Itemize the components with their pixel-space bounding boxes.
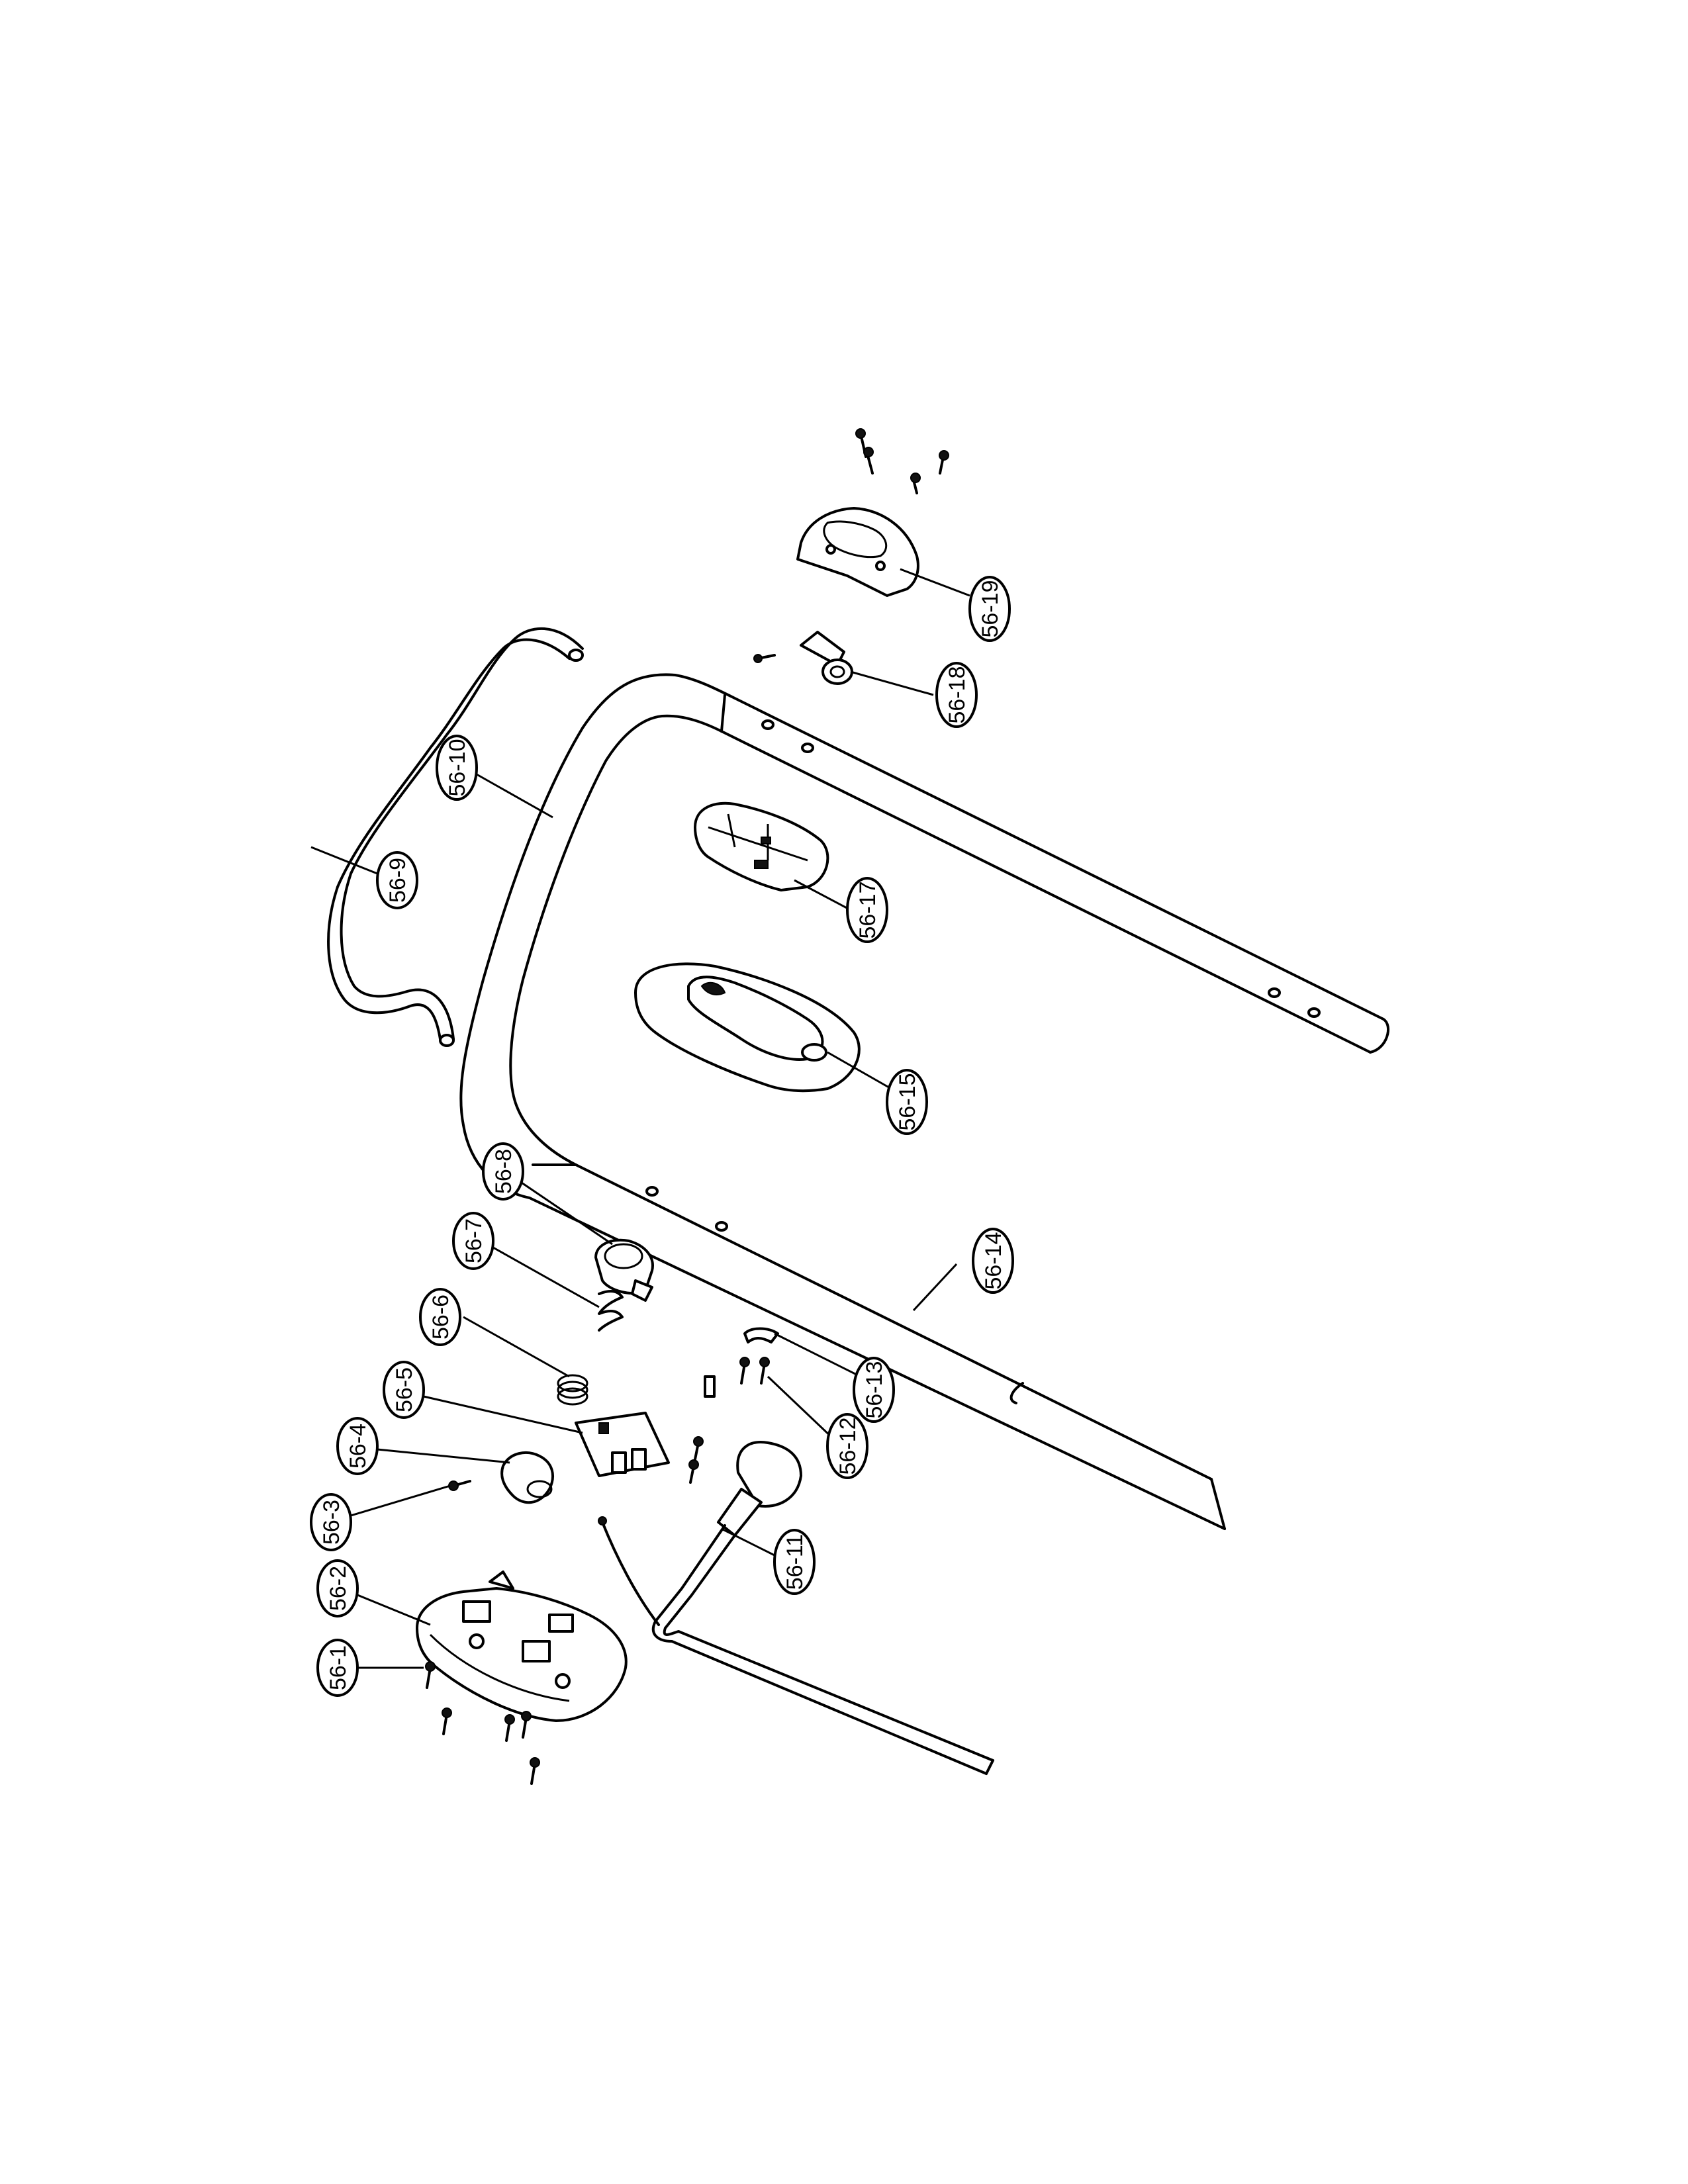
- svg-text:56-2: 56-2: [326, 1566, 351, 1611]
- svg-text:56-3: 56-3: [319, 1500, 344, 1545]
- screw-icon: [448, 1480, 471, 1491]
- power-cable: [598, 1441, 994, 1775]
- svg-text:56-5: 56-5: [392, 1367, 417, 1412]
- svg-text:56-1: 56-1: [326, 1645, 351, 1690]
- svg-text:56-4: 56-4: [346, 1424, 371, 1469]
- callout-56-7: 56-7: [452, 1212, 494, 1270]
- callout-56-4: 56-4: [336, 1417, 379, 1475]
- svg-text:56-18: 56-18: [945, 666, 970, 724]
- switch-housing-base: [416, 1570, 628, 1722]
- callout-56-3: 56-3: [310, 1493, 352, 1551]
- lever: [753, 631, 853, 685]
- callout-56-5: 56-5: [383, 1361, 425, 1419]
- svg-text:56-13: 56-13: [862, 1361, 887, 1419]
- latch: [594, 1238, 654, 1302]
- switch-cover: [634, 962, 861, 1093]
- callout-56-17: 56-17: [846, 877, 888, 943]
- spring: [598, 1290, 624, 1332]
- callout-56-11: 56-11: [773, 1529, 816, 1595]
- bail-bar: [327, 627, 584, 1047]
- screw-icon: [425, 1661, 540, 1785]
- cover-plate: [796, 507, 919, 597]
- svg-text:56-19: 56-19: [978, 580, 1003, 638]
- callout-56-12: 56-12: [826, 1413, 868, 1479]
- switch-block: [575, 1412, 670, 1477]
- torsion-spring: [557, 1374, 588, 1406]
- callout-56-18: 56-18: [935, 662, 978, 728]
- svg-text:56-11: 56-11: [782, 1534, 808, 1590]
- cam: [500, 1451, 554, 1504]
- callout-56-13: 56-13: [853, 1357, 895, 1423]
- callout-56-19: 56-19: [968, 576, 1011, 642]
- svg-text:56-17: 56-17: [855, 882, 880, 939]
- clip: [743, 1327, 779, 1343]
- svg-text:56-10: 56-10: [445, 739, 470, 797]
- callout-56-1: 56-1: [316, 1639, 359, 1697]
- callout-56-2: 56-2: [316, 1559, 359, 1617]
- leader-lines: [310, 568, 970, 1669]
- svg-text:56-14: 56-14: [981, 1232, 1006, 1290]
- callout-56-8: 56-8: [482, 1142, 524, 1201]
- svg-text:56-7: 56-7: [461, 1218, 487, 1263]
- svg-text:56-12: 56-12: [835, 1418, 861, 1475]
- svg-text:56-9: 56-9: [385, 858, 410, 903]
- svg-text:56-8: 56-8: [491, 1149, 516, 1194]
- svg-text:56-6: 56-6: [428, 1295, 453, 1340]
- switch-housing-upper: [694, 801, 829, 891]
- callout-56-15: 56-15: [886, 1069, 928, 1135]
- handle-tube: [459, 673, 1390, 1530]
- svg-text:56-15: 56-15: [895, 1073, 920, 1131]
- screw-icon: [688, 1357, 770, 1484]
- callout-56-6: 56-6: [419, 1288, 461, 1346]
- callout-56-9: 56-9: [376, 851, 418, 909]
- screw-icon: [855, 428, 949, 494]
- callout-56-10: 56-10: [436, 735, 478, 801]
- callout-56-14: 56-14: [972, 1228, 1014, 1294]
